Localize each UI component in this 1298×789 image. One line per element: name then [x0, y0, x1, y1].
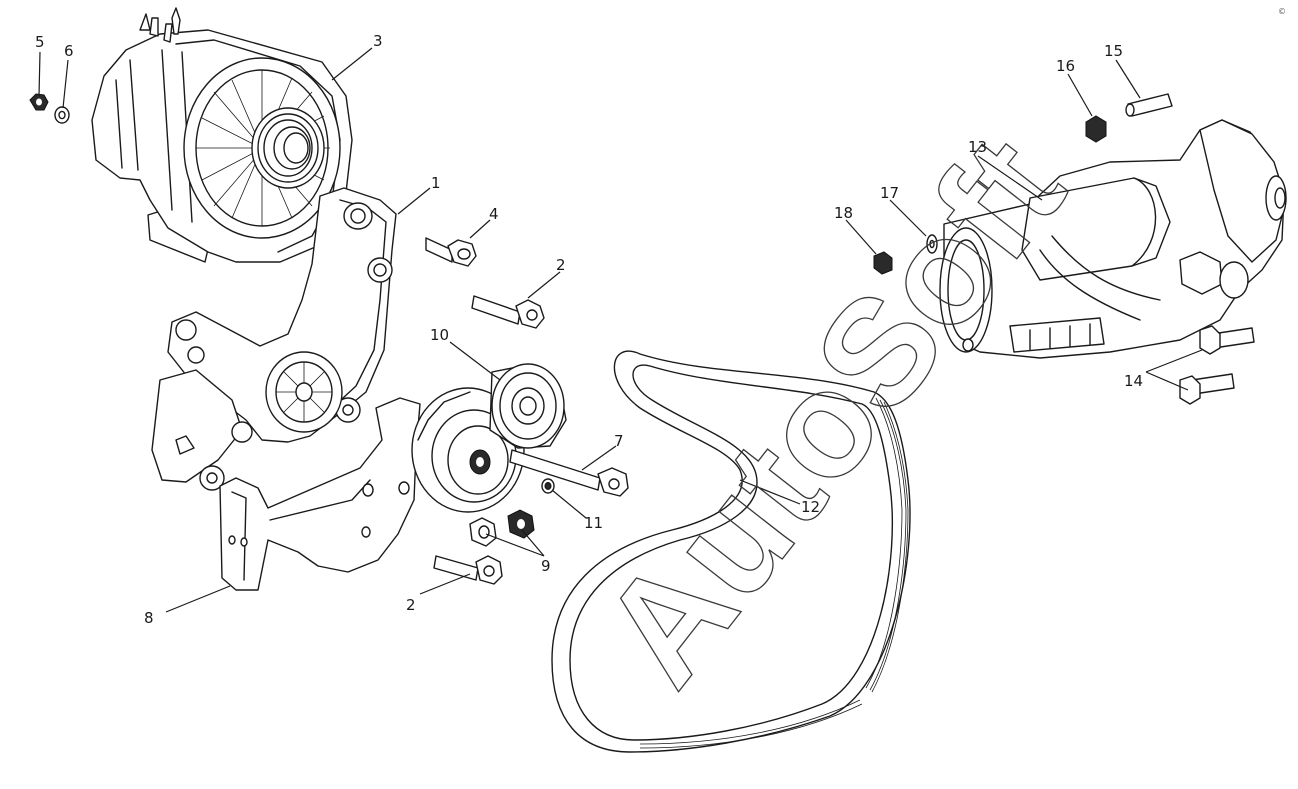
starter-motor	[939, 119, 1287, 359]
washer-6	[54, 106, 70, 124]
nut-16	[1085, 115, 1107, 143]
callout-17: 17	[880, 184, 899, 202]
callout-2-lower: 2	[406, 596, 416, 614]
callout-3: 3	[373, 32, 383, 50]
alternator-bracket	[151, 187, 397, 491]
callout-8: 8	[144, 609, 154, 627]
callout-labels: 5 6 3 1 4 2 10 7 11 9 2 8 12 13 14 15 16…	[35, 32, 1143, 627]
bolt-5	[509, 449, 629, 497]
nut-18	[873, 251, 893, 275]
callout-12: 12	[801, 498, 820, 516]
bolt-2-upper	[471, 295, 545, 329]
corner-mark: ©	[1278, 7, 1286, 16]
bolt-2-lower	[433, 555, 503, 585]
idler-pulley	[489, 363, 567, 449]
callout-9: 9	[541, 557, 551, 575]
bolt-4	[425, 237, 477, 267]
nut-7	[29, 93, 49, 111]
leader-lines	[38, 47, 1203, 613]
callout-10: 10	[430, 326, 449, 344]
callout-2-upper: 2	[556, 256, 566, 274]
callout-13: 13	[968, 138, 987, 156]
callout-14: 14	[1124, 372, 1143, 390]
callout-16: 16	[1056, 57, 1075, 75]
callout-11: 11	[584, 514, 603, 532]
mounting-plate	[219, 397, 421, 591]
callout-18: 18	[834, 204, 853, 222]
callout-1: 1	[431, 174, 441, 192]
bolts-14	[1179, 325, 1255, 405]
callout-7: 5	[35, 33, 45, 51]
callout-5: 7	[614, 432, 624, 450]
stud-15	[1125, 93, 1173, 117]
alternator	[91, 7, 353, 263]
nuts-9	[469, 509, 535, 547]
callout-15: 15	[1104, 42, 1123, 60]
washer-17	[926, 234, 938, 254]
callout-6: 6	[64, 42, 74, 60]
poly-v-belt	[551, 350, 911, 753]
callout-4: 4	[489, 205, 499, 223]
